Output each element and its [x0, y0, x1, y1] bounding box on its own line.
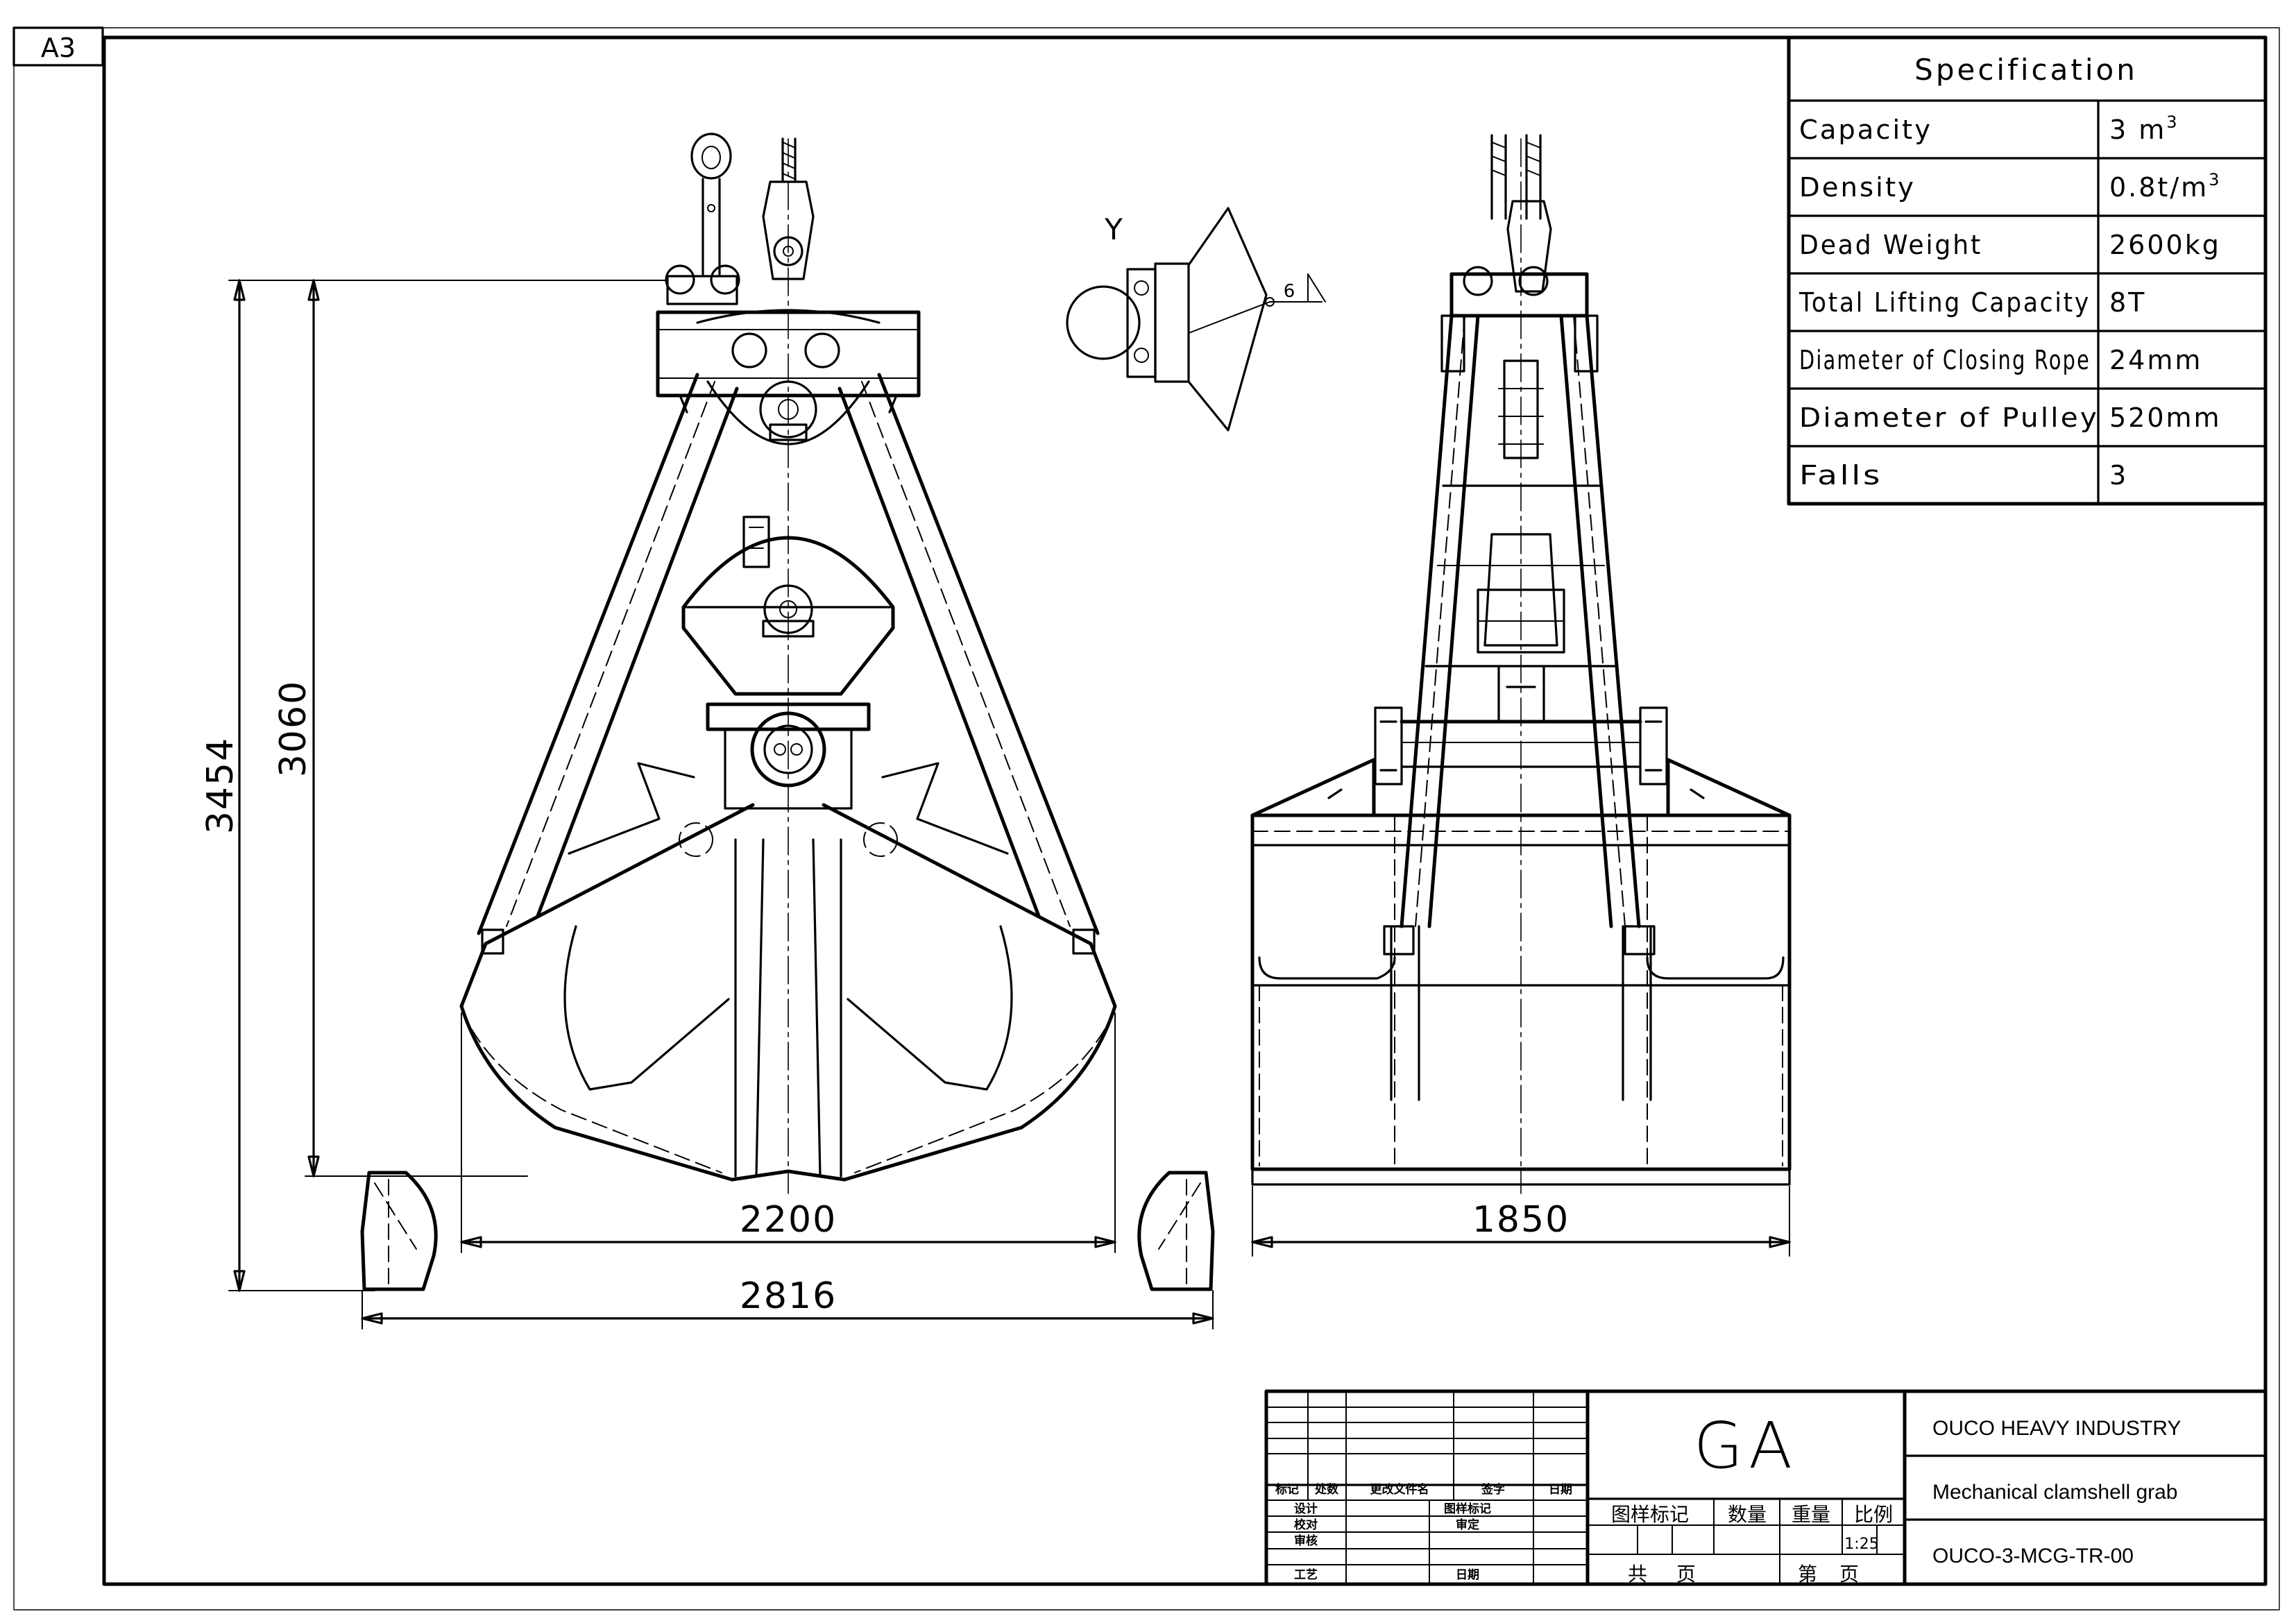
header-quantity: 数量 [1728, 1503, 1767, 1526]
sign-mid-approve: 审定 [1456, 1518, 1479, 1532]
spec-value-5: 520mm [2109, 402, 2222, 433]
spec-value-6: 3 [2109, 460, 2128, 491]
spec-label-5: Diameter of Pulley [1799, 402, 2099, 433]
open-width-dimension: 2816 [740, 1275, 837, 1317]
title-block: 标记 处数 更改文件名 签字 日期 设计 校对 审核 工艺 图样标记 审定 日期… [1264, 1389, 2268, 1586]
scale-value: 1:25 [1844, 1536, 1878, 1553]
drawing-number: OUCO-3-MCG-TR-00 [1932, 1545, 2134, 1567]
spec-value-text-6: 3 [2109, 460, 2128, 491]
sheet-total-label: 共 [1628, 1563, 1647, 1586]
lower-pulley-block [681, 516, 895, 696]
spec-value-sup-0: 3 [2166, 112, 2179, 132]
spec-label-3: Total Lifting Capacity [1798, 287, 2091, 318]
spec-label-4: Diameter of Closing Rope [1799, 345, 2091, 375]
spec-value-text-3: 8T [2109, 287, 2146, 318]
closed-width-dimension: 2200 [740, 1199, 837, 1241]
spec-value-text-5: 520mm [2109, 402, 2222, 433]
left-bucket-shell [459, 762, 765, 1182]
spec-label-2: Dead Weight [1799, 230, 1982, 260]
spec-value-1: 0.8t/m3 [2109, 170, 2221, 203]
header-drawing-mark: 图样标记 [1611, 1503, 1689, 1526]
revision-grid [1265, 1391, 1589, 1585]
spec-label-6: Falls [1799, 460, 1882, 491]
width-dimensions: 2200 2816 [361, 1012, 1214, 1329]
sign-role-process: 工艺 [1294, 1567, 1318, 1582]
spec-value-text-1: 0.8t/m [2109, 172, 2209, 203]
weld-detail-y: Y 6 [1066, 207, 1326, 432]
sheet-border: A3 [12, 26, 2280, 1611]
weld-size-label: 6 [1284, 281, 1295, 302]
drawing-label: GA [1694, 1409, 1798, 1483]
spec-value-text-4: 24mm [2109, 345, 2202, 375]
front-view: 3454 3060 2200 2816 [200, 133, 1215, 1329]
overall-height-dimension: 3454 [200, 737, 241, 834]
side-view: 1850 [1250, 134, 1792, 1257]
spec-value-0: 3 m3 [2109, 112, 2179, 145]
specification-title: Specification [1914, 53, 2138, 87]
lower-hinge-hub [706, 702, 871, 810]
sheet-number-label: 第 [1798, 1563, 1817, 1586]
right-bucket-shell [812, 762, 1117, 1182]
spec-value-2: 2600kg [2109, 230, 2221, 260]
closing-rope-socket [762, 137, 815, 280]
sheet-number-unit: 页 [1839, 1563, 1859, 1586]
sheet-size-label: A3 [41, 33, 76, 63]
header-scale: 比例 [1854, 1503, 1893, 1526]
header-weight: 重量 [1792, 1503, 1830, 1526]
spec-value-3: 8T [2109, 287, 2146, 318]
upper-sheave-block [656, 264, 921, 414]
side-bucket [1250, 758, 1792, 1186]
right-brace-arm [837, 373, 1100, 955]
sign-role-review: 审核 [1294, 1533, 1318, 1548]
side-width-dimension: 1850 [1472, 1199, 1570, 1241]
spec-value-text-0: 3 m [2109, 114, 2166, 145]
height-dimensions: 3454 3060 [200, 279, 667, 1292]
sign-mid-stdmark: 图样标记 [1444, 1502, 1491, 1516]
rev-header-count: 处数 [1314, 1482, 1339, 1497]
drawing-name: Mechanical clamshell grab [1932, 1481, 2178, 1504]
rev-header-mark: 标记 [1275, 1482, 1299, 1497]
sign-role-design: 设计 [1294, 1502, 1318, 1516]
left-brace-arm [477, 373, 739, 955]
spec-value-text-2: 2600kg [2109, 230, 2221, 260]
detail-view-label: Y [1104, 212, 1123, 246]
right-open-jaw [1137, 1171, 1215, 1291]
spec-label-0: Capacity [1799, 114, 1932, 145]
sheet-total-unit: 页 [1676, 1563, 1696, 1586]
left-open-jaw [360, 1171, 438, 1291]
rev-header-file: 更改文件名 [1370, 1482, 1429, 1497]
sign-role-check: 校对 [1294, 1518, 1318, 1532]
lifting-eye [690, 133, 732, 275]
spec-label-1: Density [1799, 172, 1916, 203]
spec-value-sup-1: 3 [2209, 170, 2221, 189]
company-name: OUCO HEAVY INDUSTRY [1932, 1417, 2181, 1440]
closed-height-dimension: 3060 [273, 680, 314, 777]
rev-header-date: 日期 [1549, 1483, 1572, 1497]
sign-mid-date: 日期 [1456, 1568, 1479, 1582]
rev-header-sign: 签字 [1481, 1482, 1505, 1497]
spec-value-4: 24mm [2109, 345, 2202, 375]
